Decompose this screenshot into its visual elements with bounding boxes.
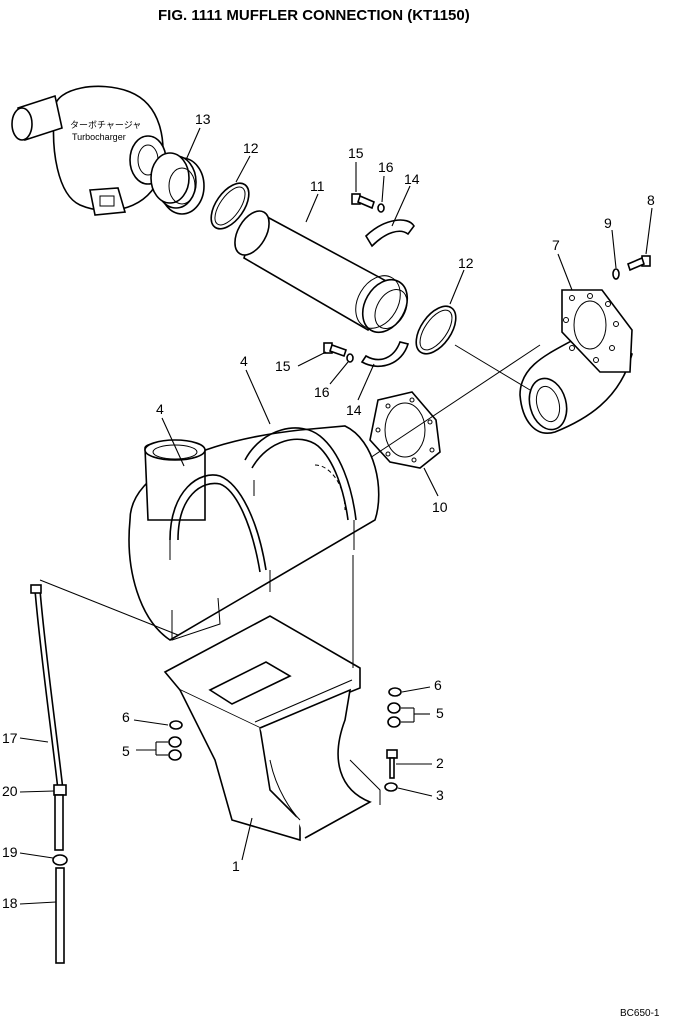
washer-3 <box>384 782 398 792</box>
bolt-15-lower <box>323 342 348 358</box>
callout-19: 19 <box>2 844 18 860</box>
clamp-ring-12-upper <box>210 182 250 230</box>
alignment-line-elbow-muffler <box>369 344 541 459</box>
connecting-pipe-11 <box>234 210 409 334</box>
callout-20: 20 <box>2 783 18 799</box>
drain-tube-assembly <box>30 584 68 964</box>
strap-4-left <box>169 474 267 571</box>
bolt-8 <box>627 255 651 272</box>
callout-9: 9 <box>604 215 612 231</box>
callout-17: 17 <box>2 730 18 746</box>
callout-3: 3 <box>436 787 444 803</box>
strap-4-left-inner <box>177 482 261 573</box>
leader-lines <box>19 127 653 905</box>
callout-16-upper: 16 <box>378 159 394 175</box>
figure-title: FIG. 1111 MUFFLER CONNECTION (KT1150) <box>158 7 470 24</box>
callout-16-lower: 16 <box>314 384 330 400</box>
callout-7: 7 <box>552 237 560 253</box>
turbocharger-label-en: Turbocharger <box>72 132 126 142</box>
bellows-connector-13 <box>150 152 205 215</box>
muffler <box>39 425 380 641</box>
bolt-15-upper <box>351 193 375 210</box>
callout-6-left: 6 <box>122 709 130 725</box>
callout-4-right: 4 <box>240 353 248 369</box>
callout-6-right: 6 <box>434 677 442 693</box>
washer-6-left <box>169 720 183 730</box>
pipe-support-14-upper <box>364 219 415 248</box>
strap-4-right <box>244 427 357 521</box>
callout-5-right: 5 <box>436 705 444 721</box>
strap-4-right-inner <box>251 438 349 521</box>
callout-14-upper: 14 <box>404 171 420 187</box>
washer-16-lower <box>346 353 354 363</box>
nuts-5-left <box>168 736 182 761</box>
turbocharger: ターボチャージャ Turbocharger <box>11 85 167 216</box>
gasket-10 <box>369 391 441 469</box>
clamp-ring-12-lower <box>415 305 457 355</box>
callout-10: 10 <box>432 499 448 515</box>
callout-12-upper: 12 <box>243 140 259 156</box>
alignment-line-pipe-elbow <box>454 344 531 391</box>
bolt-2 <box>386 749 398 779</box>
callout-15-lower: 15 <box>275 358 291 374</box>
callout-5-left: 5 <box>122 743 130 759</box>
page-code: BC650-1 <box>620 1008 660 1019</box>
washer-16-upper <box>377 203 385 213</box>
callout-4-left: 4 <box>156 401 164 417</box>
callout-13: 13 <box>195 111 211 127</box>
callout-14-lower: 14 <box>346 402 362 418</box>
callout-11: 11 <box>310 178 325 194</box>
callout-12-lower: 12 <box>458 255 474 271</box>
exhaust-elbow-7 <box>519 289 633 434</box>
muffler-bracket-1 <box>163 555 381 842</box>
callout-1: 1 <box>232 858 240 874</box>
callout-8: 8 <box>647 192 655 208</box>
pipe-support-14-lower <box>360 341 410 368</box>
nuts-5-right <box>387 702 401 728</box>
callout-15-upper: 15 <box>348 145 364 161</box>
washer-6-right <box>388 687 402 697</box>
callout-2: 2 <box>436 755 444 771</box>
turbocharger-label-jp: ターボチャージャ <box>70 120 141 130</box>
callout-18: 18 <box>2 895 18 911</box>
washer-9 <box>612 268 620 280</box>
